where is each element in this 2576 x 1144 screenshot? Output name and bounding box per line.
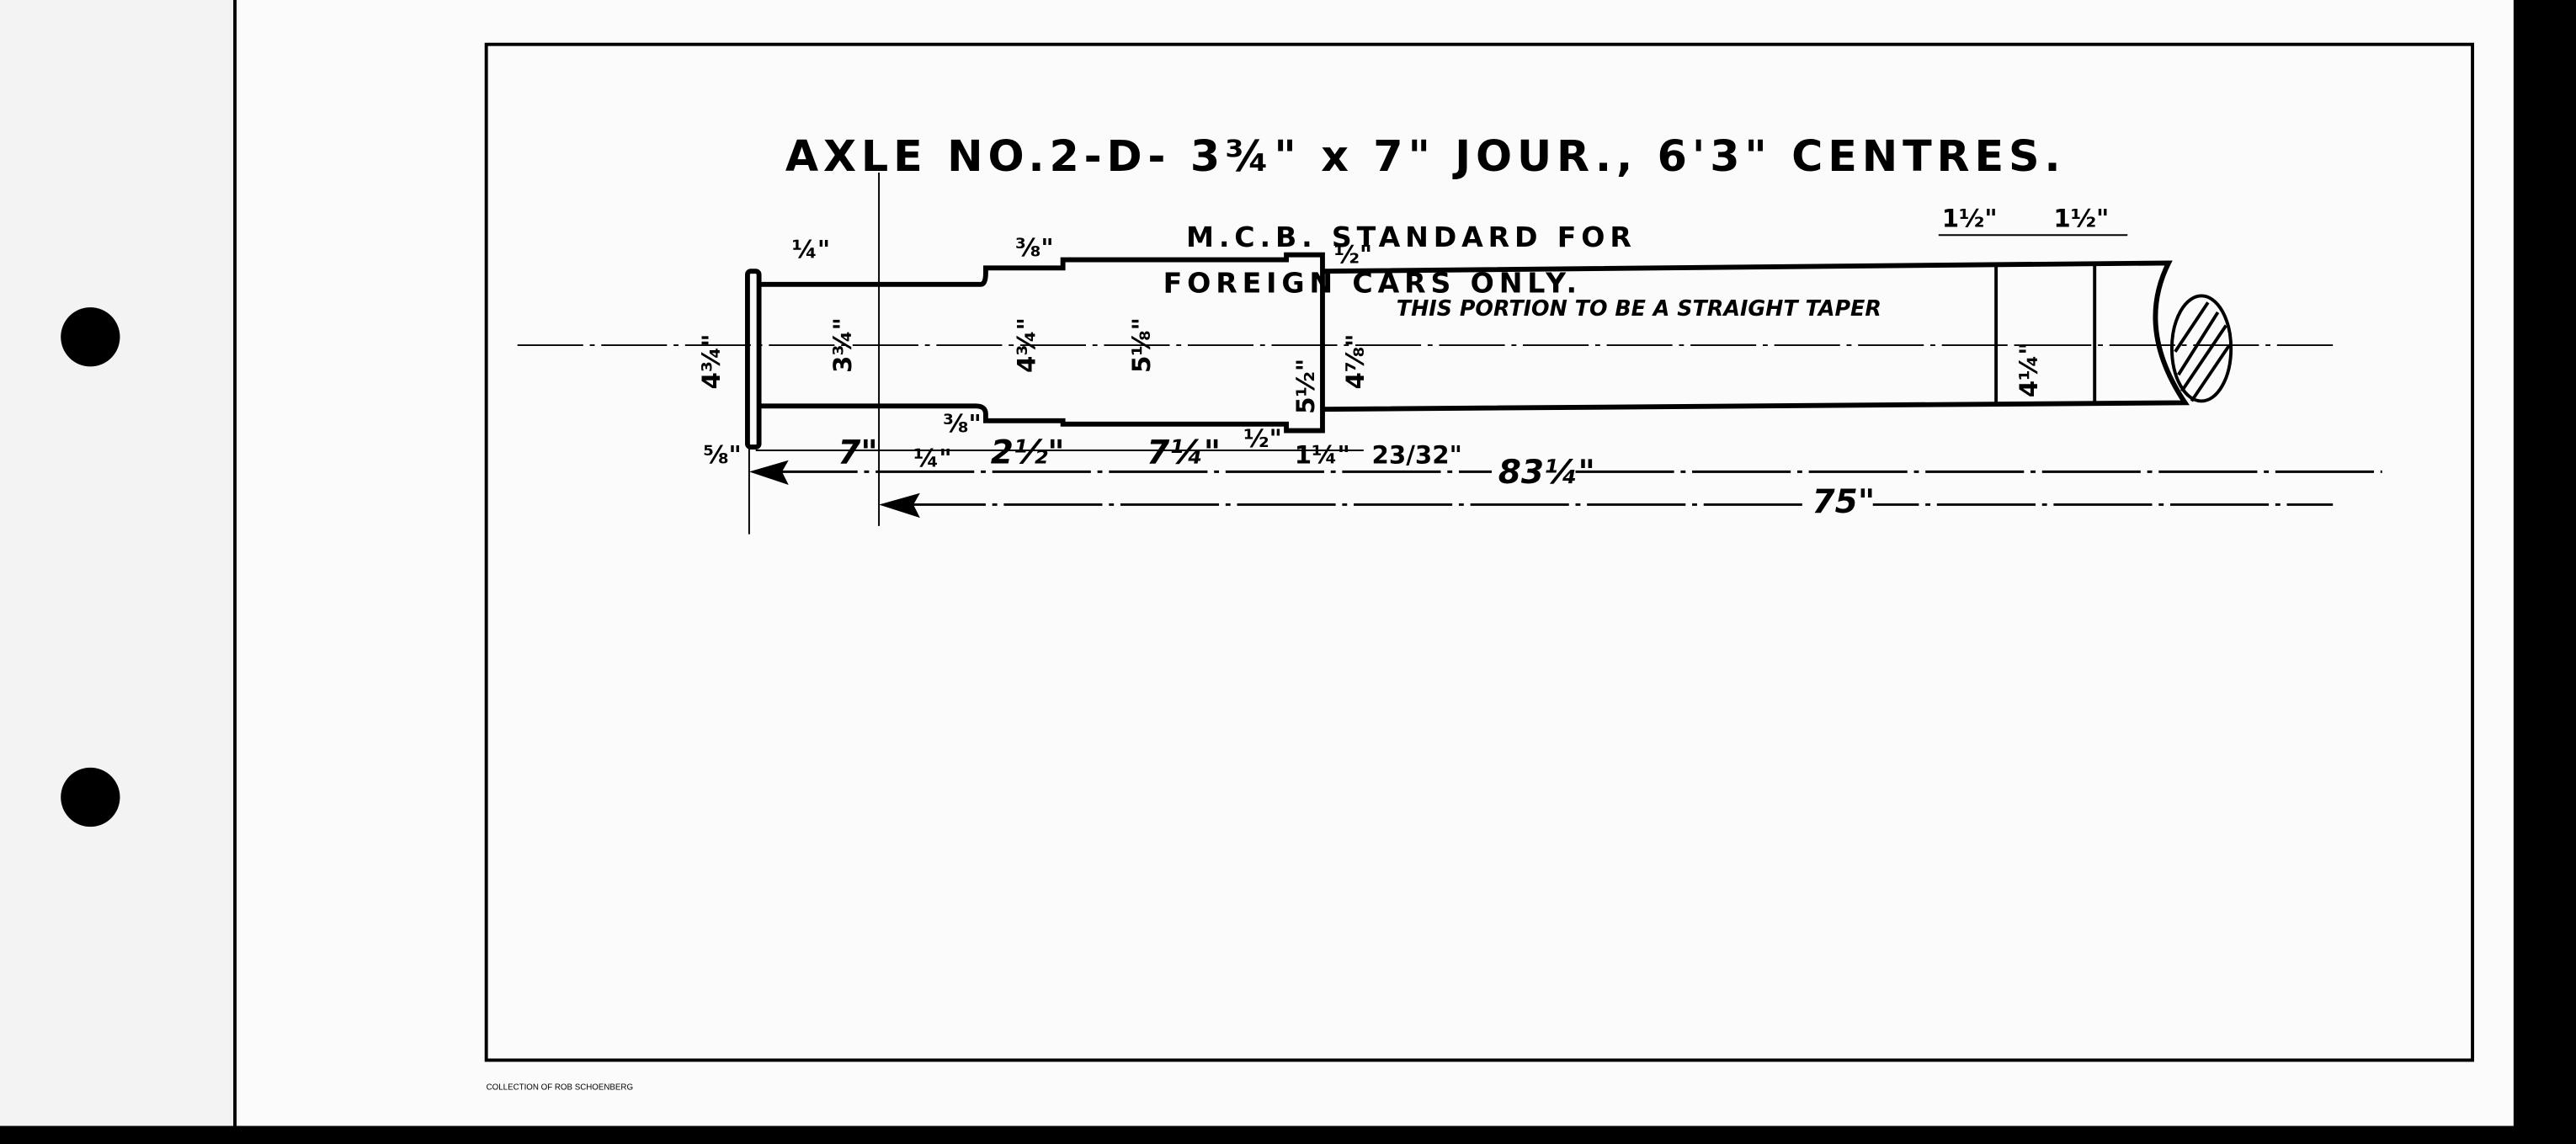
- dim-journal-fillet: ⅜": [943, 410, 982, 439]
- dim-length: ⅝": [703, 441, 742, 470]
- dim-center-diameter: 4¼": [2014, 342, 2043, 397]
- dim-wheel-seat-fillet: ½": [1334, 240, 1373, 269]
- axle-outline: [745, 252, 2190, 450]
- dim-body-end-diameter: 4⅞": [1341, 334, 1370, 390]
- dim-overall-length: 83¼": [1498, 454, 1595, 492]
- dim-dust-guard-fillet: ⅜": [1015, 234, 1054, 263]
- dim-top-spacing-1: 1½": [1942, 204, 1998, 232]
- dim-collar-diameter: 4¾": [697, 334, 726, 390]
- section-hatch: [2169, 294, 2233, 403]
- dim-dust-guard-diameter: 4¾": [1012, 317, 1041, 373]
- collection-credit: COLLECTION OF ROB SCHOENBERG: [487, 1083, 633, 1093]
- dim-journal-diameter: 3¾": [828, 317, 857, 373]
- dim-top-spacing-2: 1½": [2053, 204, 2109, 232]
- bottom-edge: [0, 1125, 2576, 1144]
- taper-note: THIS PORTION TO BE A STRAIGHT TAPER: [1397, 295, 1881, 321]
- binder-hole: [61, 767, 120, 827]
- drawing-frame: [484, 42, 2475, 1062]
- dim-length: ½": [1243, 424, 1282, 453]
- dim-length: 7": [838, 434, 877, 472]
- dim-ring-diameter: 5½": [1291, 359, 1320, 414]
- drawing-title: AXLE NO.2-D- 3¾" x 7" JOUR., 6'3" CENTRE…: [785, 131, 2066, 181]
- dim-length: 2½": [991, 434, 1065, 472]
- binder-hole: [61, 307, 120, 367]
- dim-wheel-seat-diameter: 5⅛": [1127, 317, 1156, 373]
- dim-collar-fillet: ¼": [792, 236, 831, 264]
- dim-centres-length: 75": [1812, 483, 1876, 521]
- dim-length: 23/32": [1372, 441, 1462, 470]
- dim-length: ¼": [913, 444, 952, 473]
- right-edge: [2513, 0, 2576, 1144]
- dim-length: 7¼": [1147, 434, 1221, 472]
- subtitle-line1: M.C.B. STANDARD FOR: [1186, 221, 1637, 253]
- dim-length: 1¼": [1295, 441, 1350, 470]
